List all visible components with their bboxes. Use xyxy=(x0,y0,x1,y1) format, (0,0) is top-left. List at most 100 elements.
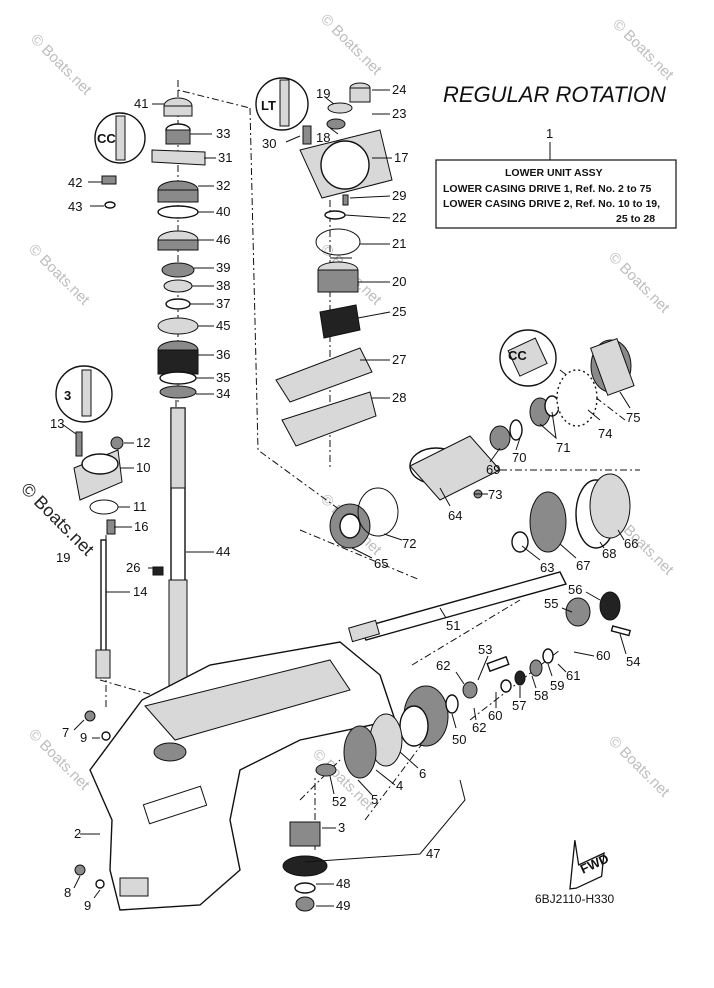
watermark: © Boats.net xyxy=(609,16,677,84)
callout: 68 xyxy=(599,541,616,561)
callout: 27 xyxy=(360,352,406,367)
svg-text:9: 9 xyxy=(84,898,91,913)
callout: 46 xyxy=(198,232,230,247)
callout: 62 xyxy=(436,658,465,685)
callout: 58 xyxy=(531,675,548,703)
svg-text:54: 54 xyxy=(626,654,640,669)
watermark: © Boats.net xyxy=(27,31,95,99)
svg-text:60: 60 xyxy=(596,648,610,663)
callout: 24 xyxy=(372,82,406,97)
assembly-line-1: LOWER CASING DRIVE 1, Ref. No. 2 to 75 xyxy=(443,183,651,195)
svg-text:12: 12 xyxy=(136,435,150,450)
callout: 18 xyxy=(316,127,339,145)
svg-text:44: 44 xyxy=(216,544,230,559)
callout: 73 xyxy=(474,487,502,502)
svg-text:25: 25 xyxy=(392,304,406,319)
svg-text:33: 33 xyxy=(216,126,230,141)
svg-text:LT: LT xyxy=(261,98,276,113)
diagram-title: REGULAR ROTATION xyxy=(443,82,666,107)
callout: 57 xyxy=(512,686,526,713)
forward-arrow-icon: FWD xyxy=(569,840,611,890)
svg-text:27: 27 xyxy=(392,352,406,367)
svg-text:41: 41 xyxy=(134,96,148,111)
svg-text:59: 59 xyxy=(550,678,564,693)
callout: 9 xyxy=(80,730,100,745)
propeller-shaft-assembly xyxy=(282,338,635,912)
callout: 30 xyxy=(262,135,301,151)
callout: 26 xyxy=(126,560,154,575)
callout: 40 xyxy=(198,204,230,219)
callout: 9 xyxy=(84,889,101,913)
svg-text:30: 30 xyxy=(262,136,276,151)
svg-text:58: 58 xyxy=(534,688,548,703)
callout: 66 xyxy=(617,529,638,551)
svg-text:74: 74 xyxy=(598,426,612,441)
callout: 17 xyxy=(372,150,408,165)
svg-text:39: 39 xyxy=(216,260,230,275)
svg-text:19: 19 xyxy=(316,86,330,101)
svg-text:62: 62 xyxy=(436,658,450,673)
diagram-code: 6BJ2110-H330 xyxy=(535,892,614,906)
svg-text:3: 3 xyxy=(64,388,71,403)
svg-text:38: 38 xyxy=(216,278,230,293)
svg-text:29: 29 xyxy=(392,188,406,203)
svg-text:22: 22 xyxy=(392,210,406,225)
callout: 60 xyxy=(573,648,610,663)
svg-text:21: 21 xyxy=(392,236,406,251)
callout: 14 xyxy=(106,584,147,599)
callout: 56 xyxy=(568,582,601,601)
svg-text:20: 20 xyxy=(392,274,406,289)
svg-text:16: 16 xyxy=(134,519,148,534)
callout: 65 xyxy=(351,547,388,571)
svg-text:19: 19 xyxy=(56,550,70,565)
callout: 67 xyxy=(559,543,590,573)
callout: 35 xyxy=(196,370,230,385)
svg-text:75: 75 xyxy=(626,410,640,425)
callout: 59 xyxy=(547,663,564,693)
callout: 44 xyxy=(186,544,230,559)
callout: 75 xyxy=(619,391,640,425)
svg-text:8: 8 xyxy=(64,885,71,900)
callout: 51 xyxy=(439,607,460,633)
svg-text:67: 67 xyxy=(576,558,590,573)
callout: 42 xyxy=(68,175,102,190)
callout: 33 xyxy=(190,126,230,141)
callout: 31 xyxy=(204,150,232,165)
assembly-line-2: LOWER CASING DRIVE 2, Ref. No. 10 to 19, xyxy=(443,198,660,210)
svg-text:36: 36 xyxy=(216,347,230,362)
callout: 19 xyxy=(56,257,352,565)
callout: 20 xyxy=(358,274,406,289)
callout: 50 xyxy=(451,713,466,747)
callout: 6 xyxy=(399,751,426,781)
callout: 49 xyxy=(316,898,350,913)
svg-text:60: 60 xyxy=(488,708,502,723)
callout: 53 xyxy=(477,642,492,681)
svg-text:48: 48 xyxy=(336,876,350,891)
svg-text:46: 46 xyxy=(216,232,230,247)
callout: 2 xyxy=(74,826,100,841)
fasteners xyxy=(74,175,117,889)
svg-text:57: 57 xyxy=(512,698,526,713)
callout: 55 xyxy=(544,596,573,613)
svg-text:51: 51 xyxy=(446,618,460,633)
svg-text:35: 35 xyxy=(216,370,230,385)
svg-text:52: 52 xyxy=(332,794,346,809)
callout: 47 xyxy=(304,779,466,863)
svg-text:73: 73 xyxy=(488,487,502,502)
svg-text:9: 9 xyxy=(80,730,87,745)
svg-text:66: 66 xyxy=(624,536,638,551)
assembly-ref-number: 1 xyxy=(546,126,553,141)
callout: 13 xyxy=(50,416,77,435)
svg-text:40: 40 xyxy=(216,204,230,219)
svg-text:2: 2 xyxy=(74,826,81,841)
assembly-heading: LOWER UNIT ASSY xyxy=(505,167,603,179)
callout: 19 xyxy=(316,86,335,105)
svg-text:6: 6 xyxy=(419,766,426,781)
svg-text:49: 49 xyxy=(336,898,350,913)
svg-text:5: 5 xyxy=(371,792,378,807)
callout: 74 xyxy=(587,409,612,441)
callout: 21 xyxy=(360,236,406,251)
callout-labels: 2 3 4 5 6 7 8 9 9 10 11 12 13 14 16 17 1… xyxy=(50,82,640,913)
callout: 63 xyxy=(521,545,554,575)
